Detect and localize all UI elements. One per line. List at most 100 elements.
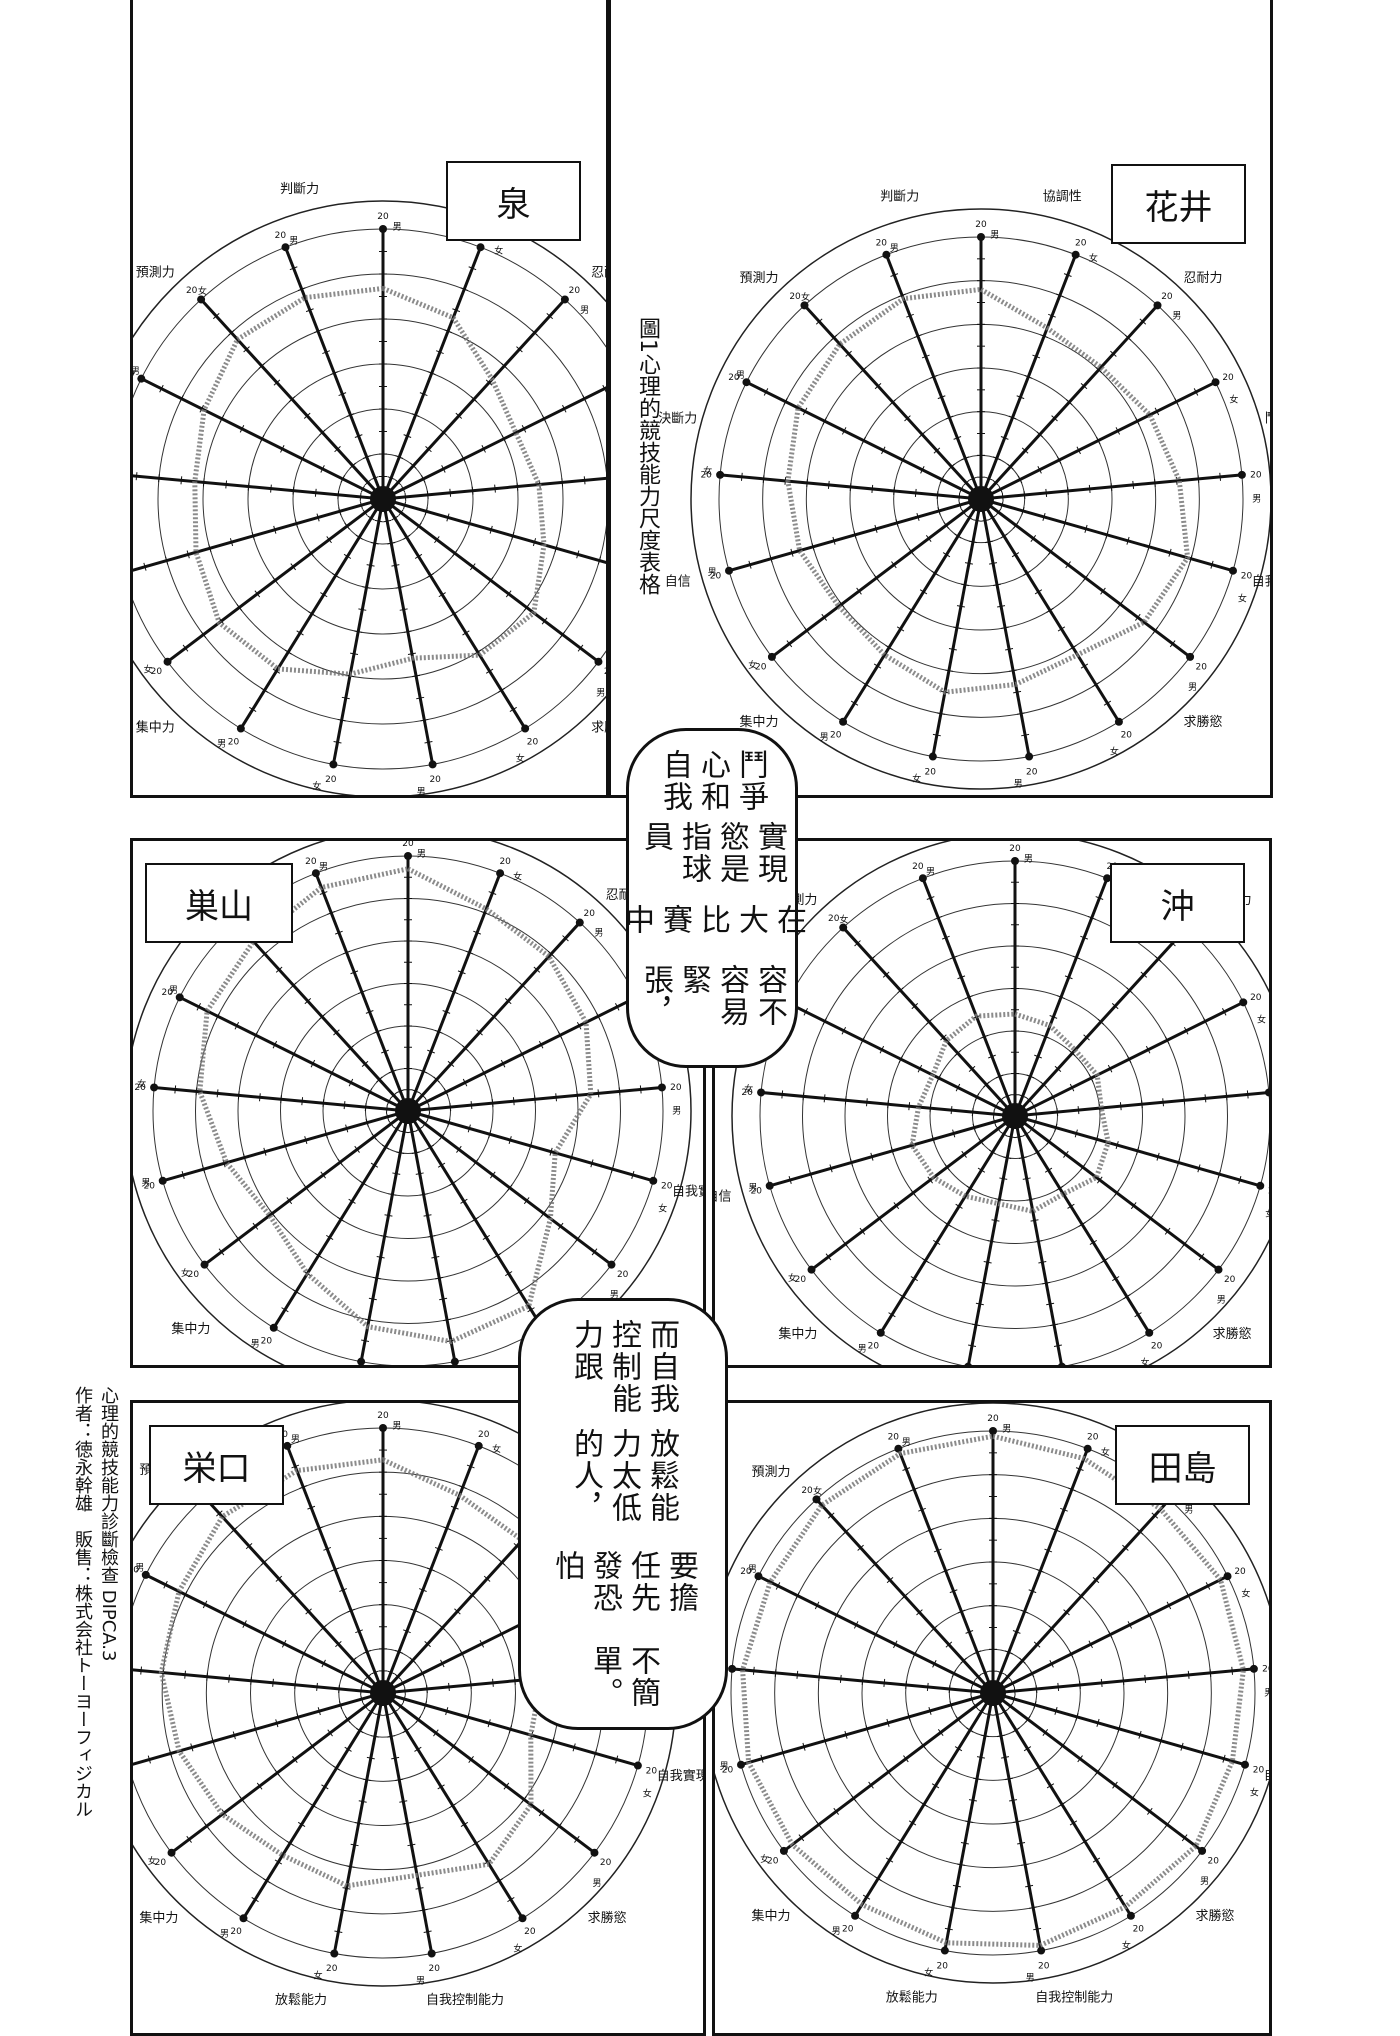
spoke-tick: [1022, 1131, 1030, 1137]
spoke-tick: [497, 687, 506, 693]
spoke-tick: [1040, 1081, 1047, 1088]
spoke-gender-label: 女: [760, 1853, 769, 1865]
spoke-tick: [1064, 975, 1073, 980]
spoke-tick: [1063, 273, 1072, 277]
spoke-tick: [988, 515, 997, 521]
spoke-tick: [512, 1097, 515, 1106]
spoke-tick: [399, 608, 408, 611]
spoke-tick: [349, 1657, 357, 1664]
spoke-tick: [1033, 1117, 1038, 1126]
spoke-tick: [1110, 482, 1113, 491]
scale-label: 協調性: [1043, 190, 1082, 205]
spoke-tick: [988, 1054, 996, 1059]
spoke-tick: [1122, 1676, 1125, 1685]
spoke-tick: [503, 1782, 510, 1790]
spoke-tick: [1054, 1706, 1058, 1715]
spoke-tick: [1138, 1730, 1142, 1739]
spoke-end-dot: [807, 1265, 816, 1274]
spoke-tick: [326, 1234, 334, 1241]
spoke-tick: [910, 1487, 919, 1492]
spoke-tick: [1105, 530, 1109, 539]
spoke-tick: [1050, 1093, 1056, 1101]
spoke-gender-label: 男: [291, 1434, 300, 1445]
spoke-end-dot: [1011, 857, 1019, 865]
spoke-tick: [821, 613, 827, 621]
spoke-tick: [532, 538, 537, 547]
spoke-tick: [980, 1734, 990, 1738]
spoke-tick: [505, 1271, 513, 1277]
spoke-end-dot: [311, 869, 320, 878]
spoke-gender-label: 女: [314, 1969, 323, 1981]
spoke-end-dot: [329, 760, 338, 769]
spoke-tick: [959, 485, 964, 494]
spoke-tick: [211, 1737, 215, 1746]
spoke-tick: [943, 1764, 951, 1770]
spoke-end-dot: [141, 1570, 150, 1579]
spoke-max-label: 20: [751, 1187, 763, 1197]
spoke-tick: [1069, 1083, 1075, 1092]
spoke-tick: [365, 1010, 374, 1014]
spoke-tick: [356, 1728, 364, 1734]
spoke-end-dot: [649, 1176, 658, 1185]
spoke-tick: [926, 896, 935, 900]
profile-outline: [785, 286, 1191, 695]
spoke-tick: [904, 415, 911, 422]
spoke-end-dot: [1240, 1760, 1249, 1769]
spoke-tick: [416, 522, 422, 530]
spoke-tick: [786, 640, 793, 648]
spoke-gender-label: 男: [580, 305, 589, 316]
spoke-end-dot: [496, 869, 505, 878]
spoke-tick: [903, 1755, 909, 1763]
spoke-tick: [1147, 1214, 1154, 1222]
spoke-tick: [383, 519, 392, 523]
bubble-line: 實現慾是指球員: [638, 820, 787, 885]
spoke-tick: [319, 891, 328, 895]
spoke-tick: [387, 1735, 396, 1738]
spoke-gender-label: 女: [148, 1855, 157, 1867]
spoke-tick: [1127, 1621, 1133, 1629]
spoke-gender-label: 男: [990, 229, 999, 240]
spoke-tick: [972, 1702, 979, 1710]
spoke-gender-label: 女: [1122, 1940, 1131, 1952]
spoke-gender-label: 男: [169, 985, 178, 996]
spoke-tick: [470, 1680, 472, 1689]
spoke-tick: [1095, 366, 1102, 373]
spoke-tick: [920, 466, 925, 474]
spoke-tick: [1154, 407, 1160, 416]
spoke-tick: [1044, 1548, 1053, 1553]
spoke-tick: [842, 1240, 849, 1248]
spoke-tick: [1168, 548, 1172, 557]
spoke-max-label: 20: [325, 775, 337, 785]
radar-chart-tajima: 20男20女20男20女20男20女20男20女20男20女20男20女20男2…: [715, 1403, 1269, 2005]
spoke-tick: [500, 1059, 506, 1068]
spoke-tick: [1166, 1601, 1172, 1610]
spoke-tick: [331, 572, 340, 579]
credit-line-1: 心理的競技能力診斷檢查 DIPCA.3: [98, 1386, 119, 1662]
outer-ring: [133, 841, 692, 1365]
spoke-gender-label: 男: [832, 1926, 841, 1937]
spoke-tick: [441, 465, 446, 473]
spoke-gender-label: 男: [319, 862, 328, 873]
spoke-tick: [331, 1567, 340, 1572]
spoke-end-dot: [518, 1914, 527, 1923]
spoke-tick: [895, 518, 899, 527]
spoke-max-label: 20: [795, 1275, 807, 1285]
spoke-tick: [1152, 627, 1159, 635]
spoke-tick: [196, 1003, 201, 1011]
spoke-tick: [862, 682, 870, 688]
spoke-tick: [960, 1657, 967, 1664]
spoke-tick: [467, 519, 472, 528]
spoke-end-dot: [281, 243, 290, 252]
spoke-tick: [562, 935, 569, 942]
spoke-tick: [980, 1034, 989, 1039]
spoke-tick: [400, 1679, 405, 1687]
spoke-max-label: 20: [842, 1925, 854, 1935]
spoke-max-label: 20: [1133, 1925, 1145, 1935]
spoke-tick: [423, 1930, 432, 1934]
spoke-tick: [893, 1202, 900, 1210]
spoke-tick: [1189, 554, 1193, 563]
spoke-tick: [906, 313, 914, 318]
spoke-tick: [509, 706, 517, 712]
spoke-tick: [273, 525, 277, 534]
